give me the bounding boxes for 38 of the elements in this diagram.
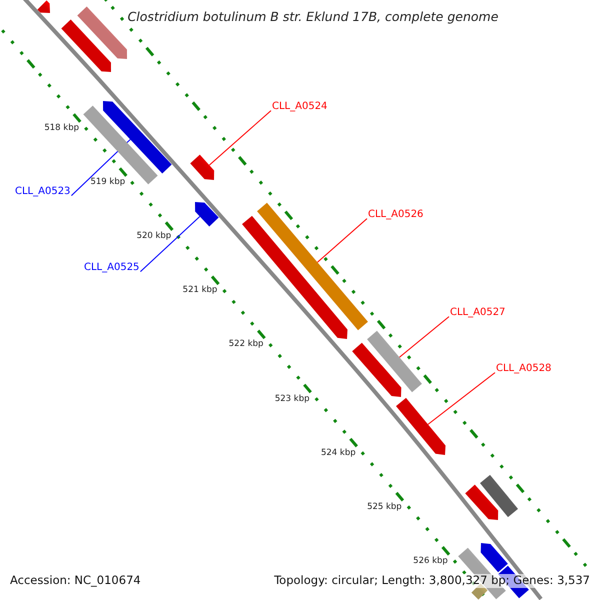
gene-feature	[83, 106, 158, 184]
scale-label: 521 kbp	[182, 285, 218, 296]
gene-feature	[257, 202, 368, 330]
leader-line	[140, 216, 200, 272]
gene-feature	[77, 6, 127, 59]
gene-label: CLL_A0525	[84, 262, 140, 274]
gene-label: CLL_A0528	[496, 363, 552, 375]
scale-label: 523 kbp	[274, 394, 310, 404]
leader-line	[398, 316, 450, 358]
scale-label: 518 kbp	[44, 123, 79, 134]
accession-text: Accession: NC_010674	[8, 574, 143, 588]
gene-label: CLL_A0527	[450, 307, 506, 319]
gene-feature	[190, 154, 214, 180]
leader-line	[208, 110, 272, 166]
gene-label: CLL_A0523	[15, 186, 70, 198]
scale-label: 522 kbp	[228, 339, 264, 350]
scale-label: 525 kbp	[367, 502, 402, 512]
gene-feature	[367, 330, 422, 392]
gene-feature	[465, 484, 498, 520]
gene-label: CLL_A0524	[272, 101, 328, 113]
gene-feature	[480, 474, 518, 518]
gene-feature	[61, 20, 111, 72]
gene-feature	[352, 342, 402, 397]
gene-label: CLL_A0526	[368, 209, 424, 221]
gene-feature	[396, 398, 446, 455]
gene-feature	[195, 202, 219, 226]
scale-label: 524 kbp	[320, 448, 356, 458]
genome-info-text: Topology: circular; Length: 3,800,327 bp; Genes: 3,537	[272, 574, 592, 588]
leader-line	[428, 372, 496, 425]
gene-feature	[37, 0, 50, 13]
gene-feature	[103, 101, 172, 174]
scale-label: 519 kbp	[90, 177, 126, 188]
scale-label: 526 kbp	[413, 556, 448, 566]
gene-feature	[480, 543, 508, 572]
scale-label: 520 kbp	[136, 231, 172, 242]
title: Clostridium botulinum B str. Eklund 17B, complete genome	[126, 9, 500, 24]
leader-line	[316, 218, 368, 263]
gene-feature	[242, 216, 348, 339]
